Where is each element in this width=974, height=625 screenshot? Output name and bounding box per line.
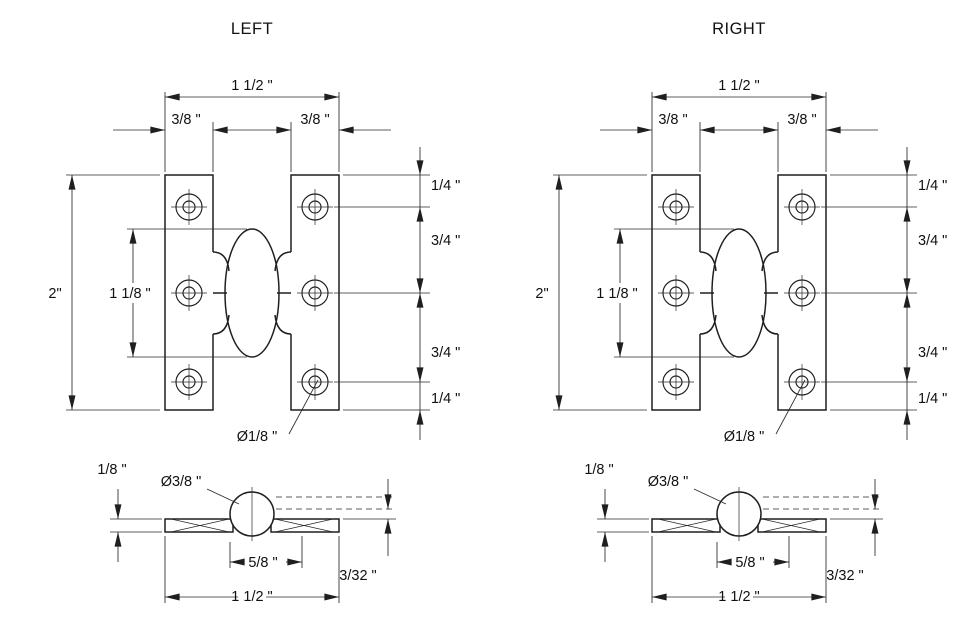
leader-line — [288, 379, 319, 435]
knuckle-ellipse — [711, 228, 767, 358]
screw-hole — [297, 189, 333, 225]
knuckle-neck — [761, 314, 779, 335]
dim-label-overall-width-side: 1 1/2 " — [718, 589, 759, 605]
dim-label-hole-span-lower: 3/4 " — [431, 345, 460, 361]
dim-label-edge-to-hole-bottom: 1/4 " — [431, 391, 460, 407]
side-view — [164, 487, 392, 541]
screw-hole — [784, 275, 820, 311]
screw-hole — [658, 364, 694, 400]
countersink-line — [761, 518, 821, 533]
dimensions-front: 1 1/2 " 3/8 " 3/8 " 2" 1 1/8 " 1/4 " 3/4… — [48, 78, 460, 445]
knuckle-neck — [699, 251, 717, 272]
countersink-line — [170, 518, 230, 533]
dim-label-knuckle-length: 1 1/8 " — [596, 286, 637, 302]
screw-hole — [171, 189, 207, 225]
dim-label-knuckle-width: 5/8 " — [735, 555, 764, 571]
screw-hole — [658, 275, 694, 311]
knuckle-neck — [212, 251, 230, 272]
screw-hole — [784, 364, 820, 400]
dim-label-knuckle-length: 1 1/8 " — [109, 286, 150, 302]
front-view — [164, 174, 340, 411]
dim-label-knuckle-dia: Ø3/8 " — [648, 474, 689, 490]
leader-line — [206, 488, 240, 505]
screw-hole — [658, 189, 694, 225]
dim-label-knuckle-dia: Ø3/8 " — [161, 474, 202, 490]
left-hinge-drawing: LEFT — [48, 20, 460, 605]
screw-hole — [171, 275, 207, 311]
knuckle-neck — [761, 251, 779, 272]
dim-label-leaf-width-right: 3/8 " — [787, 112, 816, 128]
dim-label-knuckle-width: 5/8 " — [248, 555, 277, 571]
dim-label-hole-span-upper: 3/4 " — [918, 233, 947, 249]
screw-hole — [171, 364, 207, 400]
knuckle-neck — [699, 314, 717, 335]
side-view — [651, 487, 879, 541]
dim-label-leaf-offset: 3/32 " — [826, 568, 863, 584]
drawing-title: LEFT — [231, 20, 273, 38]
dim-label-overall-width-side: 1 1/2 " — [231, 589, 272, 605]
knuckle-neck — [274, 251, 292, 272]
dim-label-screw-hole-dia: Ø1/8 " — [237, 429, 278, 445]
leader-line — [775, 379, 806, 435]
right-leaf-outline — [290, 174, 340, 411]
dim-label-hole-span-lower: 3/4 " — [918, 345, 947, 361]
dim-label-leaf-thickness: 1/8 " — [97, 462, 126, 478]
knuckle-neck — [212, 314, 230, 335]
screw-hole — [297, 364, 333, 400]
dim-label-overall-width: 1 1/2 " — [718, 78, 759, 94]
dim-label-height: 2" — [535, 286, 548, 302]
countersink-line — [657, 518, 717, 533]
dimensions-side: 1/8 " Ø3/8 " 5/8 " 3/32 " 1 1/2 " — [97, 462, 396, 605]
left-leaf-outline — [164, 174, 214, 411]
dimensions-front: 1 1/2 " 3/8 " 3/8 " 2" 1 1/8 " 1/4 " 3/4… — [535, 78, 947, 445]
dim-label-screw-hole-dia: Ø1/8 " — [724, 429, 765, 445]
dim-label-leaf-width-left: 3/8 " — [171, 112, 200, 128]
leader-line — [693, 488, 727, 505]
dim-label-edge-to-hole-top: 1/4 " — [431, 178, 460, 194]
knuckle-neck — [274, 314, 292, 335]
left-leaf-outline — [651, 174, 701, 411]
front-view — [651, 174, 827, 411]
screw-hole — [784, 189, 820, 225]
dim-label-height: 2" — [48, 286, 61, 302]
knuckle-ellipse — [224, 228, 280, 358]
drawing-title: RIGHT — [712, 20, 766, 38]
dim-label-edge-to-hole-bottom: 1/4 " — [918, 391, 947, 407]
dim-label-hole-span-upper: 3/4 " — [431, 233, 460, 249]
dim-label-overall-width: 1 1/2 " — [231, 78, 272, 94]
dim-label-leaf-width-left: 3/8 " — [658, 112, 687, 128]
right-hinge-drawing: RIGHT — [535, 20, 947, 605]
screw-hole — [297, 275, 333, 311]
countersink-line — [274, 518, 334, 533]
dimensions-side: 1/8 " Ø3/8 " 5/8 " 3/32 " 1 1/2 " — [584, 462, 883, 605]
dim-label-leaf-thickness: 1/8 " — [584, 462, 613, 478]
dim-label-leaf-width-right: 3/8 " — [300, 112, 329, 128]
dim-label-leaf-offset: 3/32 " — [339, 568, 376, 584]
dim-label-edge-to-hole-top: 1/4 " — [918, 178, 947, 194]
right-leaf-outline — [777, 174, 827, 411]
